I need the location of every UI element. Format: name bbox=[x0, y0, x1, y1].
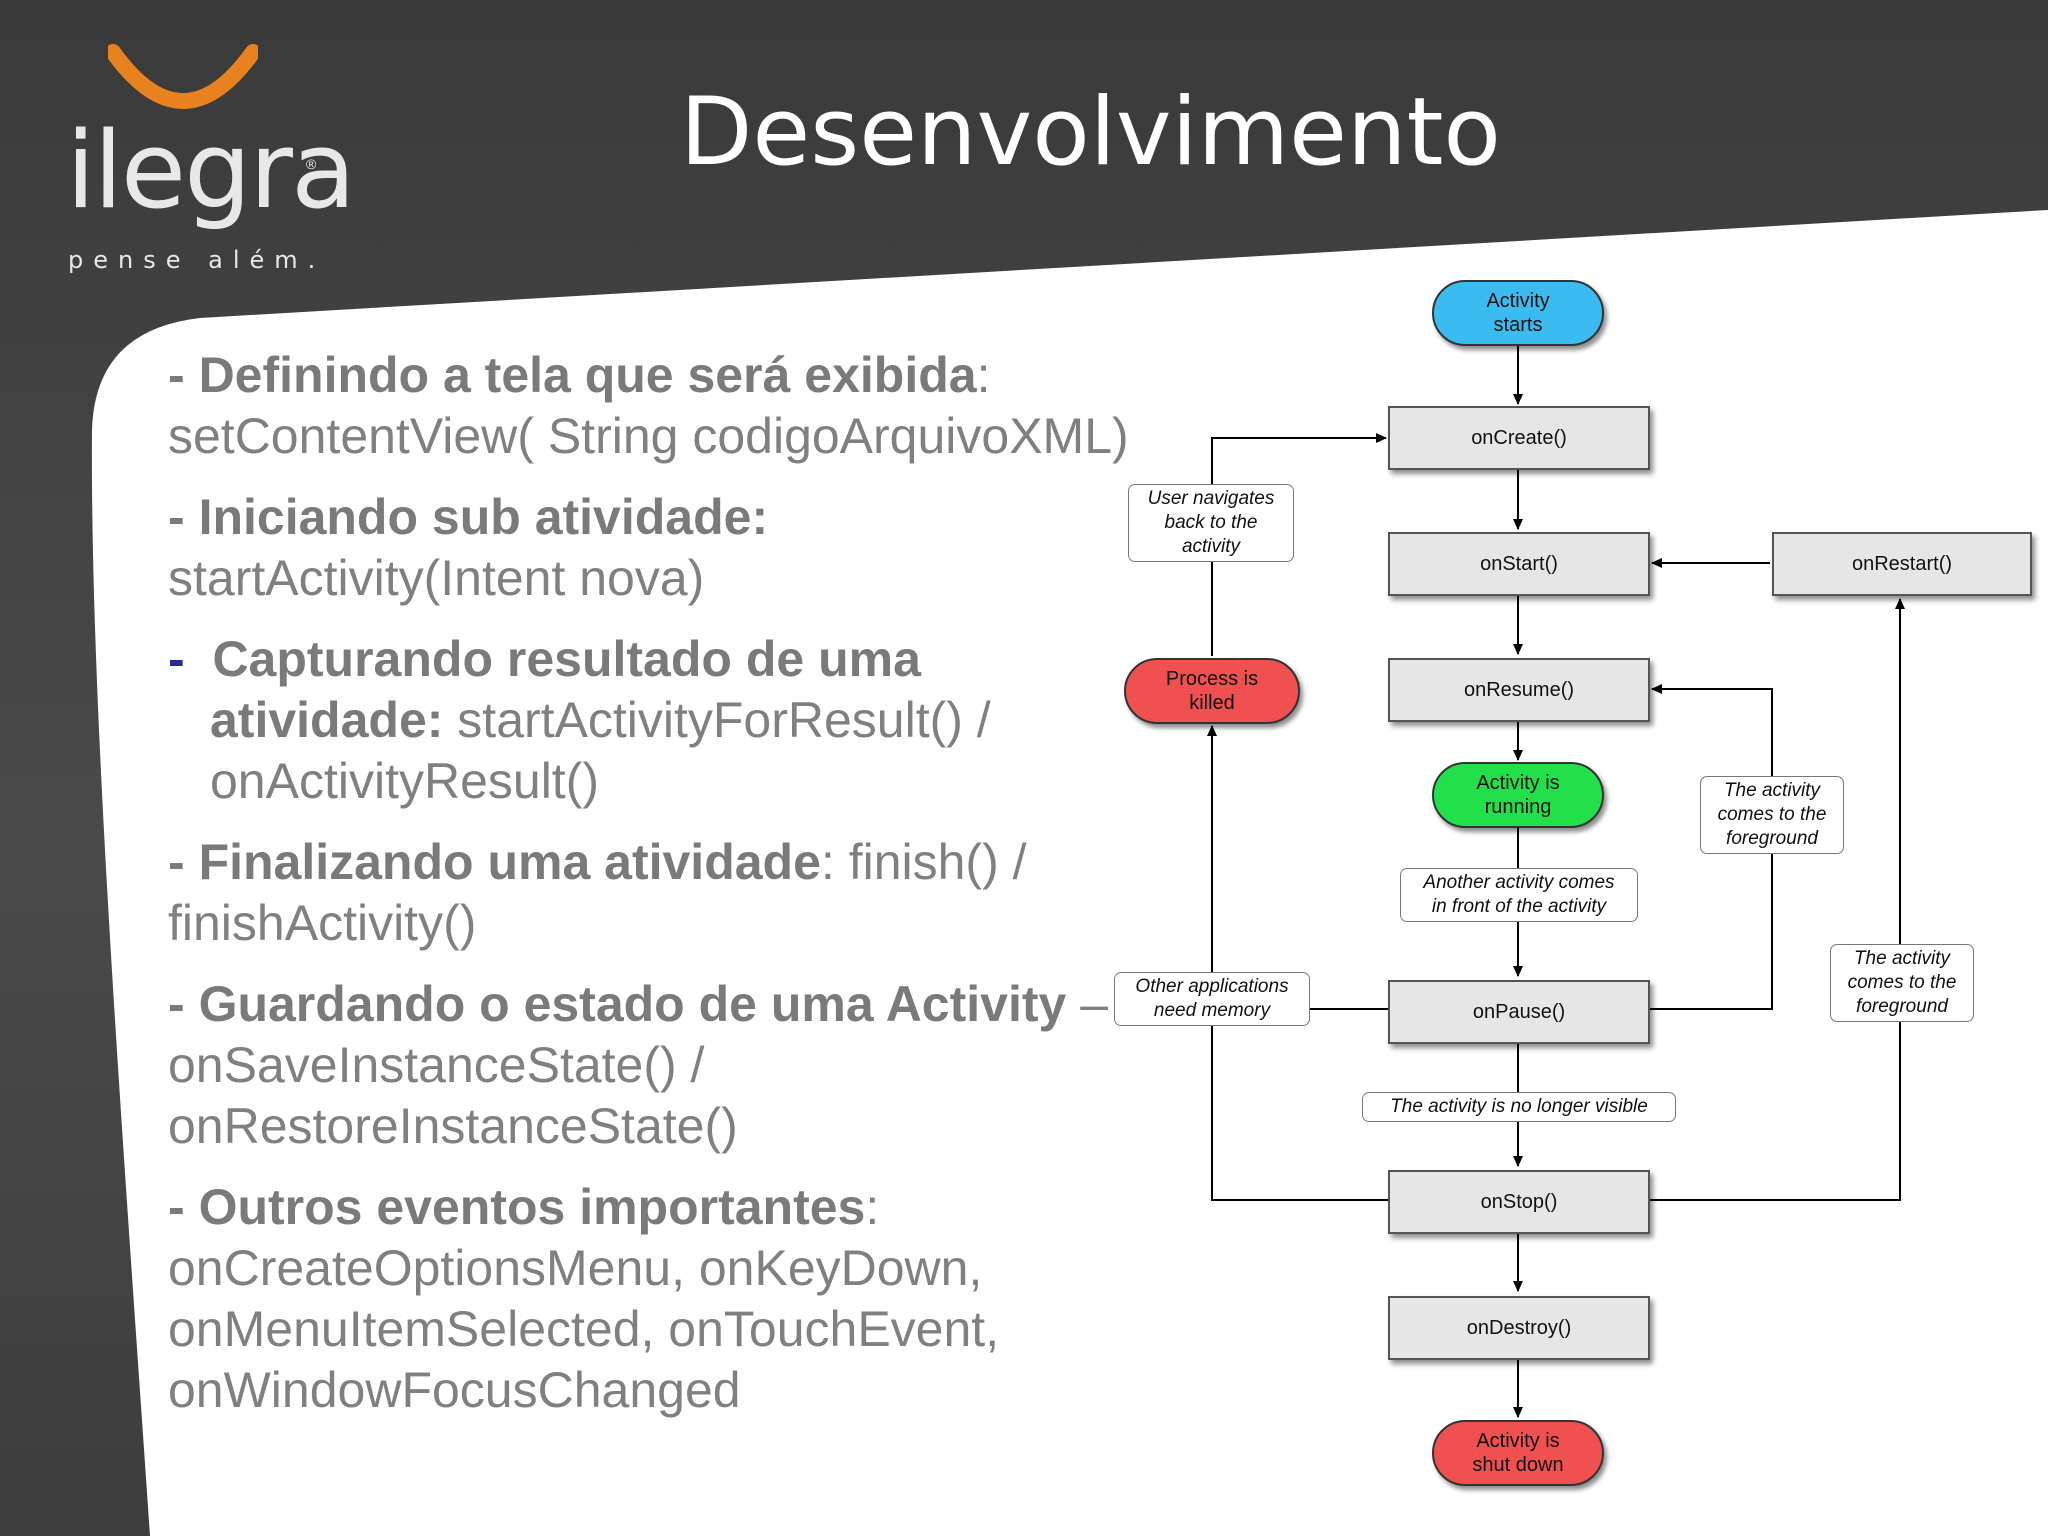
onstop-box: onStop() bbox=[1388, 1170, 1650, 1234]
onpause-box: onPause() bbox=[1388, 980, 1650, 1044]
activity-starts-label: Activity starts bbox=[1486, 290, 1550, 336]
activity-shutdown-label: Activity is shut down bbox=[1472, 1430, 1564, 1476]
logo-registered-mark: ® bbox=[306, 156, 317, 172]
activity-running-label: Activity is running bbox=[1476, 772, 1560, 818]
bullet-dash: - bbox=[168, 1179, 185, 1235]
onresume-box: onResume() bbox=[1388, 658, 1650, 722]
bullet-text: : setContentView( String codigoArquivoXM… bbox=[168, 347, 1129, 464]
onstart-box: onStart() bbox=[1388, 532, 1650, 596]
bullet-item: - Capturando resultado de uma atividade:… bbox=[168, 629, 1168, 812]
ondestroy-box: onDestroy() bbox=[1388, 1296, 1650, 1360]
arrow-stop-killed bbox=[1207, 725, 1388, 1201]
note-another-activity: Another activity comes in front of the a… bbox=[1400, 868, 1638, 922]
bullet-item: - Finalizando uma atividade: finish() / … bbox=[168, 832, 1168, 954]
activity-shutdown-node: Activity is shut down bbox=[1432, 1420, 1604, 1486]
process-killed-node: Process is killed bbox=[1124, 658, 1300, 724]
bullet-bold: Outros eventos importantes bbox=[198, 1179, 866, 1235]
bullet-list: - Definindo a tela que será exibida: set… bbox=[168, 345, 1168, 1441]
logo-wordmark: ilegra bbox=[66, 109, 356, 232]
logo-tagline: pense além. bbox=[68, 246, 326, 274]
note-user-navigates: User navigates back to the activity bbox=[1128, 484, 1294, 562]
bullet-dash: - bbox=[168, 834, 185, 890]
slide-title: Desenvolvimento bbox=[680, 78, 1501, 187]
bullet-bold: Definindo a tela que será exibida bbox=[198, 347, 977, 403]
bullet-text: : onCreateOptionsMenu, onKeyDown, onMenu… bbox=[168, 1179, 1000, 1418]
bullet-bold: Iniciando sub atividade: bbox=[198, 489, 769, 545]
bullet-item: - Iniciando sub atividade: startActivity… bbox=[168, 487, 1168, 609]
bullet-item: - Guardando o estado de uma Activity – o… bbox=[168, 974, 1168, 1157]
process-killed-label: Process is killed bbox=[1165, 668, 1259, 714]
bullet-item: - Outros eventos importantes: onCreateOp… bbox=[168, 1177, 1168, 1421]
bullet-dash: - bbox=[168, 631, 185, 687]
arrow-stop-restart bbox=[1650, 598, 1905, 1201]
bullet-text: startActivityForResult() / onActivityRes… bbox=[210, 692, 991, 809]
note-no-longer-visible: The activity is no longer visible bbox=[1362, 1092, 1676, 1122]
bullet-text: – onSaveInstanceState() / onRestoreInsta… bbox=[168, 976, 1109, 1154]
bullet-bold: Capturando resultado de uma atividade: bbox=[210, 631, 921, 748]
bullet-text: startActivity(Intent nova) bbox=[168, 550, 705, 606]
bullet-item: - Definindo a tela que será exibida: set… bbox=[168, 345, 1168, 467]
bullet-text: : finish() / finishActivity() bbox=[168, 834, 1027, 951]
oncreate-box: onCreate() bbox=[1388, 406, 1650, 470]
bullet-bold: Guardando o estado de uma Activity bbox=[198, 976, 1067, 1032]
onrestart-box: onRestart() bbox=[1772, 532, 2032, 596]
logo-smile-icon bbox=[108, 44, 258, 109]
bullet-dash: - bbox=[168, 489, 185, 545]
activity-starts-node: Activity starts bbox=[1432, 280, 1604, 346]
bullet-bold: Finalizando uma atividade bbox=[198, 834, 821, 890]
activity-running-node: Activity is running bbox=[1432, 762, 1604, 828]
bullet-dash: - bbox=[168, 976, 185, 1032]
bullet-dash: - bbox=[168, 347, 185, 403]
note-comes-to-foreground-1: The activity comes to the foreground bbox=[1700, 776, 1844, 854]
note-comes-to-foreground-2: The activity comes to the foreground bbox=[1830, 944, 1974, 1022]
arrow-killed-create bbox=[1211, 433, 1387, 656]
note-other-apps-memory: Other applications need memory bbox=[1114, 972, 1310, 1026]
